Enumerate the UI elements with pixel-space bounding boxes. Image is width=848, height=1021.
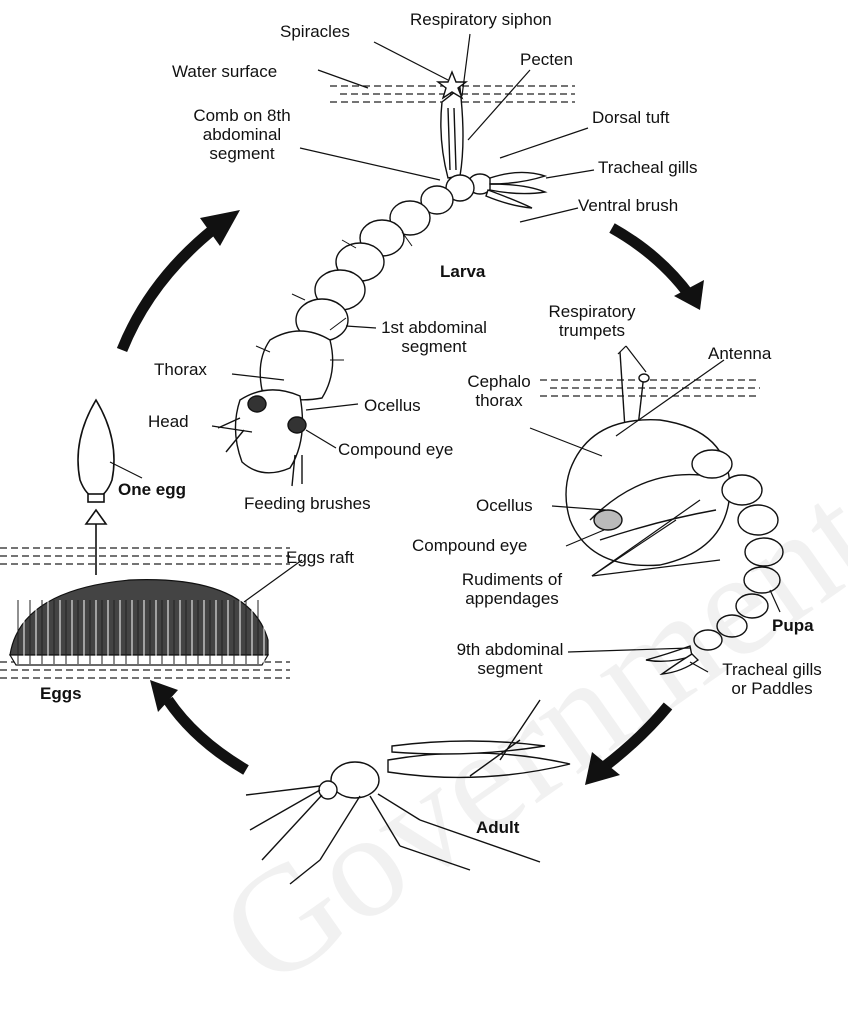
arrow-larva-to-pupa: [612, 228, 690, 296]
label-9th-abd-line1: 9th abdominal: [448, 640, 572, 659]
label-feeding-brushes: Feeding brushes: [244, 494, 371, 513]
label-dorsal-tuft: Dorsal tuft: [592, 108, 669, 127]
eggs-raft-illustration: [10, 580, 268, 665]
label-9th-abd-line2: segment: [448, 659, 572, 678]
water-surface-pupa: [540, 380, 760, 396]
stage-pupa: Pupa: [772, 616, 814, 636]
label-resp-trumpets-line1: Respiratory: [530, 302, 654, 321]
label-ocellus-larva: Ocellus: [364, 396, 421, 415]
label-1st-abdominal-segment: 1st abdominal segment: [372, 318, 496, 356]
label-head: Head: [148, 412, 189, 431]
label-pecten: Pecten: [520, 50, 573, 69]
label-respiratory-trumpets: Respiratory trumpets: [530, 302, 654, 340]
label-spiracles: Spiracles: [280, 22, 350, 41]
label-9th-abdominal-segment: 9th abdominal segment: [448, 640, 572, 678]
label-water-surface: Water surface: [172, 62, 277, 81]
label-paddles-line2: or Paddles: [704, 679, 840, 698]
label-thorax: Thorax: [154, 360, 207, 379]
label-tracheal-gills-or-paddles: Tracheal gills or Paddles: [704, 660, 840, 698]
label-1st-abd-line2: segment: [372, 337, 496, 356]
stage-eggs: Eggs: [40, 684, 82, 704]
label-comb-8th-segment: Comb on 8th abdominal segment: [180, 106, 304, 163]
label-tracheal-gills: Tracheal gills: [598, 158, 698, 177]
label-rudiments-line1: Rudiments of: [450, 570, 574, 589]
label-comb-line3: segment: [180, 144, 304, 163]
stage-larva: Larva: [440, 262, 485, 282]
label-paddles-line1: Tracheal gills: [704, 660, 840, 679]
single-egg-illustration: [78, 400, 114, 575]
label-antenna: Antenna: [708, 344, 771, 363]
label-cephalothorax: Cephalo thorax: [454, 372, 544, 410]
label-rudiments-of-appendages: Rudiments of appendages: [450, 570, 574, 608]
label-1st-abd-line1: 1st abdominal: [372, 318, 496, 337]
label-respiratory-siphon: Respiratory siphon: [410, 10, 552, 29]
label-eggs-raft: Eggs raft: [286, 548, 354, 567]
arrow-adult-to-eggs: [168, 700, 246, 770]
arrow-eggs-to-larva: [122, 228, 215, 350]
label-comb-line2: abdominal: [180, 125, 304, 144]
label-compound-eye-pupa: Compound eye: [412, 536, 527, 555]
label-rudiments-line2: appendages: [450, 589, 574, 608]
label-one-egg: One egg: [118, 480, 186, 499]
label-compound-eye-larva: Compound eye: [338, 440, 453, 459]
stage-adult: Adult: [476, 818, 519, 838]
label-resp-trumpets-line2: trumpets: [530, 321, 654, 340]
label-cephalothorax-line1: Cephalo: [454, 372, 544, 391]
label-ocellus-pupa: Ocellus: [476, 496, 533, 515]
label-cephalothorax-line2: thorax: [454, 391, 544, 410]
label-ventral-brush: Ventral brush: [578, 196, 678, 215]
label-comb-line1: Comb on 8th: [180, 106, 304, 125]
